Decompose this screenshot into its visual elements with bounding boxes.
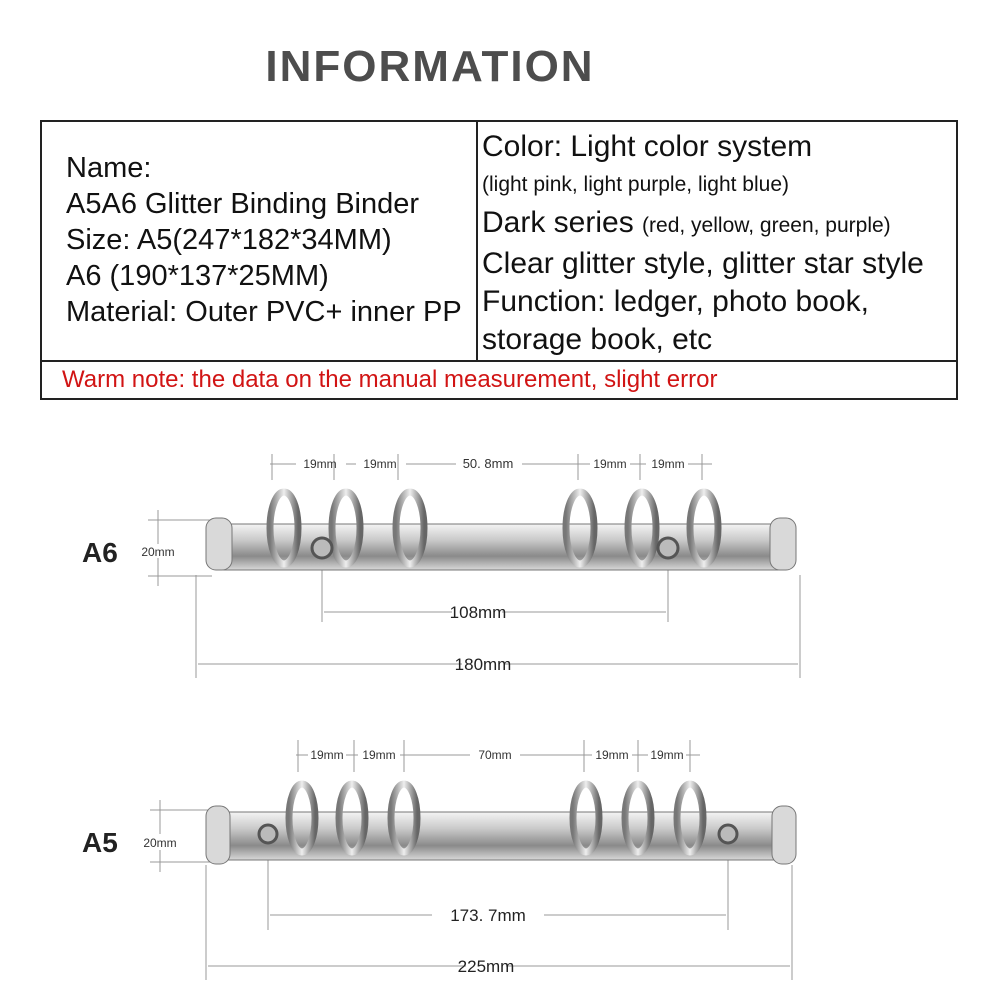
a5-spacing-2: 19mm xyxy=(362,748,395,762)
binder-diagram: A6 20mm 19mm 19mm 50. 8mm 19mm 19mm 108m… xyxy=(82,454,801,980)
size-a6: A6 (190*137*25MM) xyxy=(66,260,329,292)
a6-left-end xyxy=(205,517,233,571)
a5-label: A5 xyxy=(82,827,118,858)
a5-spacing-4: 19mm xyxy=(595,748,628,762)
style-line: Clear glitter style, glitter star style xyxy=(482,247,924,280)
a5-rings xyxy=(285,780,707,856)
dark-colors: (red, yellow, green, purple) xyxy=(642,214,891,237)
dark-series: Dark series (red, yellow, green, purple) xyxy=(482,204,924,245)
name-value: A5A6 Glitter Binding Binder xyxy=(66,188,420,220)
warm-note: Warm note: the data on the manual measur… xyxy=(62,366,718,393)
info-table: Name: A5A6 Glitter Binding Binder Size: … xyxy=(40,120,958,400)
row-divider xyxy=(42,360,956,362)
a6-total-length: 180mm xyxy=(455,655,512,674)
name-label: Name: xyxy=(66,152,152,184)
light-colors: (light pink, light purple, light blue) xyxy=(482,173,790,196)
a6-rings xyxy=(266,488,722,568)
a6-rivet-right xyxy=(656,536,680,560)
a5-rivet-right xyxy=(717,823,739,845)
product-options: Color: Light color system (light pink, l… xyxy=(482,128,924,359)
a5-total-length: 225mm xyxy=(458,957,515,976)
a5-spacing-3: 70mm xyxy=(478,748,511,762)
function-line-2: storage book, etc xyxy=(482,323,713,356)
size-a5: Size: A5(247*182*34MM) xyxy=(66,224,392,256)
a6-right-end xyxy=(769,517,797,571)
a5-spacing-1: 19mm xyxy=(310,748,343,762)
a6-spacing-5: 19mm xyxy=(651,457,684,471)
product-info: Name: A5A6 Glitter Binding Binder Size: … xyxy=(66,150,462,330)
a5-height-label: 20mm xyxy=(143,836,176,850)
a6-label: A6 xyxy=(82,537,118,568)
a6-binder: A6 20mm 19mm 19mm 50. 8mm 19mm 19mm 108m… xyxy=(82,454,801,678)
a6-spacing-4: 19mm xyxy=(593,457,626,471)
dark-label: Dark series xyxy=(482,206,634,239)
material: Material: Outer PVC+ inner PP xyxy=(66,296,462,328)
a5-left-end xyxy=(205,805,231,865)
a6-inner-length: 108mm xyxy=(450,603,507,622)
a5-rivet-left xyxy=(257,823,279,845)
a6-spacing-3: 50. 8mm xyxy=(463,456,514,471)
a6-height-label: 20mm xyxy=(141,545,174,559)
a5-spacing-5: 19mm xyxy=(650,748,683,762)
a5-inner-length: 173. 7mm xyxy=(450,906,526,925)
page-title: INFORMATION xyxy=(265,42,595,91)
a6-spacing-1: 19mm xyxy=(303,457,336,471)
a6-spacing-2: 19mm xyxy=(363,457,396,471)
color-line: Color: Light color system xyxy=(482,130,813,163)
function-line-1: Function: ledger, photo book, xyxy=(482,285,869,318)
a6-rivet-left xyxy=(310,536,334,560)
a5-binder: A5 20mm 19mm 19mm 70mm 19mm 19mm 173. 7m… xyxy=(82,740,797,980)
column-divider xyxy=(476,122,478,360)
a5-right-end xyxy=(771,805,797,865)
